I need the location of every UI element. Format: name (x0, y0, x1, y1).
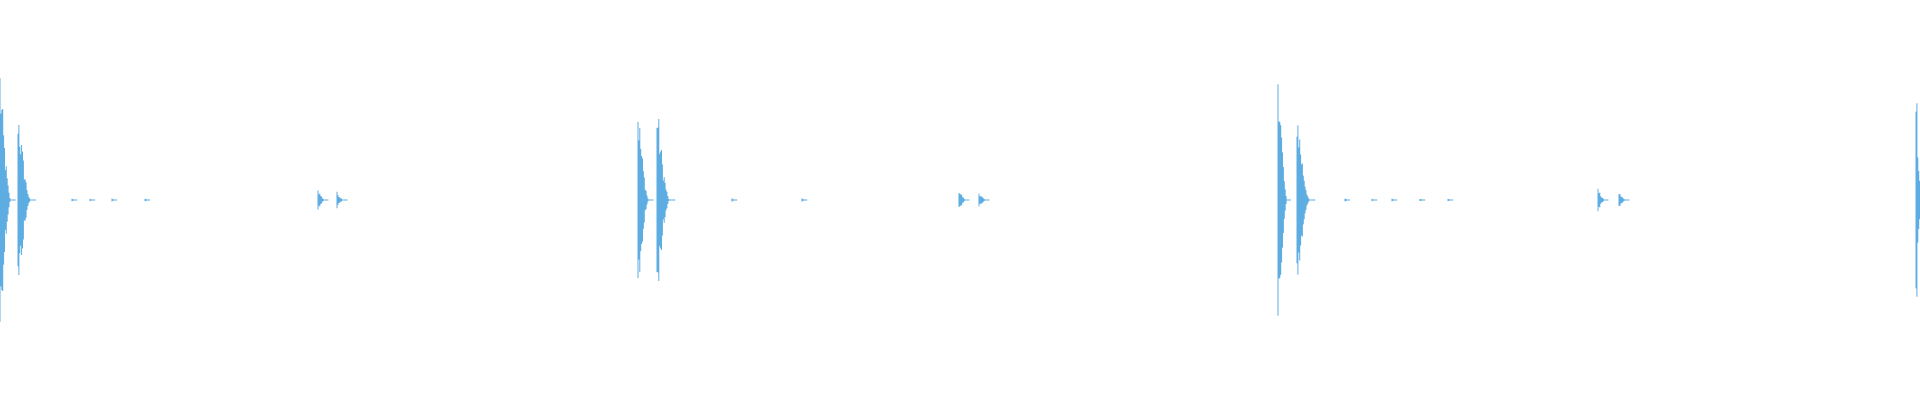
waveform-burst (1618, 193, 1630, 207)
waveform-burst (656, 119, 676, 281)
waveform-burst (71, 198, 78, 202)
waveform-burst (637, 121, 654, 279)
waveform-burst (0, 77, 16, 323)
waveform-burst (89, 198, 96, 202)
waveform-burst (958, 193, 970, 207)
waveform-burst (978, 193, 990, 207)
waveform-burst (731, 198, 738, 202)
waveform-burst (1371, 198, 1378, 202)
waveform-burst (336, 191, 348, 209)
waveform-burst (1419, 198, 1426, 202)
waveform-burst (1391, 198, 1398, 202)
waveform-burst (801, 198, 808, 202)
waveform-burst (1447, 198, 1454, 202)
waveform-burst (317, 190, 329, 210)
waveform-burst (1277, 84, 1291, 316)
waveform-burst (1344, 198, 1351, 202)
waveform-burst (1296, 125, 1316, 275)
waveform-burst (1597, 188, 1609, 212)
waveform-burst (144, 198, 151, 202)
waveform-burst (17, 124, 37, 276)
waveform-group (0, 77, 1920, 323)
waveform-burst (111, 198, 118, 202)
